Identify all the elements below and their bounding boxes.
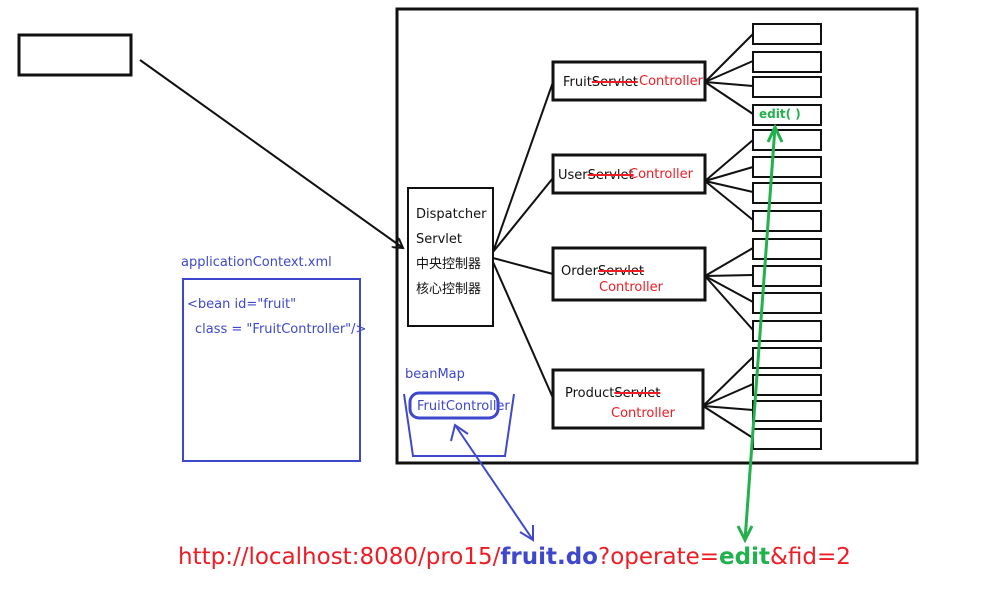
app-context-line-1: <bean id="fruit" (187, 297, 297, 312)
method-box (752, 265, 822, 287)
url-operate-key: ?operate= (597, 544, 720, 570)
dispatcher-line-3: 中央控制器 (416, 257, 482, 272)
method-boxes (752, 23, 822, 450)
method-box (752, 238, 822, 260)
method-box (752, 320, 822, 342)
method-box (752, 292, 822, 314)
dispatcher-line-4: 核心控制器 (416, 282, 482, 297)
dispatcher-line-1: Dispatcher (416, 207, 487, 222)
controller-struck-word: Servlet (591, 75, 638, 90)
url-operate-value: edit (719, 544, 770, 570)
order-controller-label: OrderServlet (561, 265, 644, 278)
fruit-controller-suffix: Controller (639, 74, 703, 89)
order-controller-box (551, 246, 707, 302)
method-box-edit (752, 104, 822, 126)
method-links (702, 33, 754, 439)
order-controller-suffix: Controller (599, 280, 663, 295)
method-box (752, 182, 822, 204)
product-controller-box (551, 368, 705, 430)
user-controller-box (551, 153, 707, 195)
method-box (752, 400, 822, 422)
dispatcher-line-2: Servlet (416, 232, 462, 247)
controller-struck-word: Servlet (614, 386, 661, 401)
app-context-line-2: class = "FruitController"/> (195, 322, 367, 337)
method-box (752, 347, 822, 369)
controller-struck-word: Servlet (597, 264, 644, 279)
request-url: http://localhost:8080/pro15/fruit.do?ope… (178, 546, 851, 569)
product-controller-suffix: Controller (611, 406, 675, 421)
server-container (395, 7, 919, 465)
method-box (752, 210, 822, 232)
bean-map-bucket (403, 393, 515, 457)
bean-map-item: FruitController (417, 399, 510, 414)
method-box (752, 23, 822, 45)
client-box (17, 33, 133, 77)
bean-map-title: beanMap (405, 367, 465, 382)
fruit-controller-label: FruitServlet (563, 76, 638, 89)
method-box (752, 374, 822, 396)
app-context-title: applicationContext.xml (181, 255, 332, 270)
request-arrow (139, 59, 403, 248)
controller-prefix: User (558, 168, 588, 183)
bean-map-item-outline (408, 391, 500, 420)
method-box (752, 76, 822, 98)
dispatcher-links (492, 81, 554, 399)
url-base: http://localhost:8080/pro15/ (178, 544, 501, 570)
method-box (752, 156, 822, 178)
controller-prefix: Order (561, 264, 598, 279)
method-dispatch-arrow (736, 123, 784, 544)
url-fid-param: &fid=2 (769, 544, 851, 570)
user-controller-label: UserServlet (558, 169, 634, 182)
controller-prefix: Product (565, 386, 615, 401)
method-box (752, 428, 822, 450)
method-box (752, 51, 822, 73)
app-context-box (182, 278, 361, 462)
method-box (752, 129, 822, 151)
beanmap-lookup-arrow (450, 423, 534, 542)
controller-prefix: Fruit (563, 75, 592, 90)
url-resource: fruit.do (500, 544, 598, 570)
controller-struck-word: Servlet (587, 168, 634, 183)
dispatcher-box (407, 187, 494, 327)
product-controller-label: ProductServlet (565, 387, 660, 400)
edit-method-label: edit( ) (759, 107, 801, 121)
user-controller-suffix: Controller (629, 167, 693, 182)
